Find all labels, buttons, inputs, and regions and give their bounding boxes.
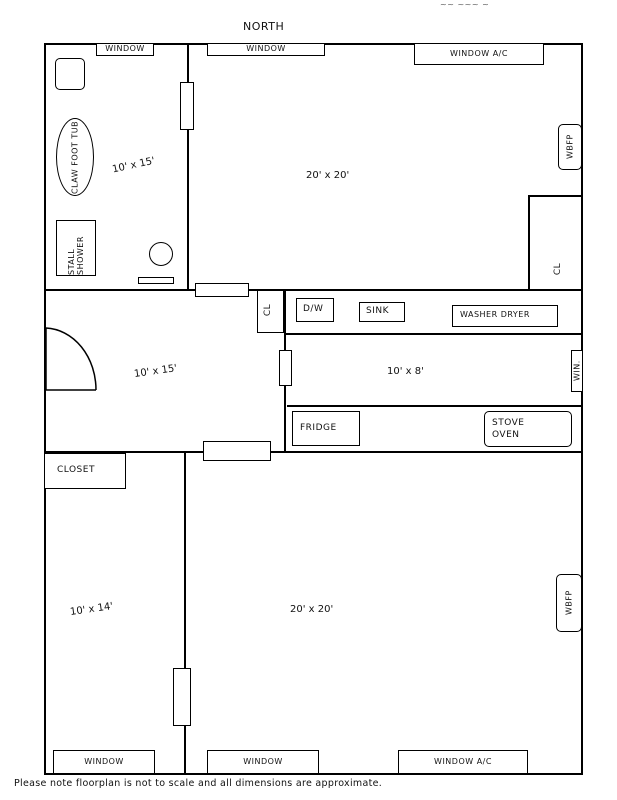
great-room-dimension: 20' x 20' [306,170,350,181]
bath-threshold [138,277,174,284]
door-hall-great [195,283,249,297]
sink: SINK [359,302,405,322]
dishwasher: D/W [296,298,334,322]
wall-kitchen-counter [287,405,582,407]
closet: CLOSET [44,453,126,489]
fridge: FRIDGE [292,411,360,446]
stove-oven-label: STOVE OVEN [492,418,525,440]
wall-mid-south [46,451,582,453]
wall-hall-north [46,289,582,291]
door-bed-living [173,668,191,726]
window-north-3: WINDOW A/C [414,43,544,65]
footer-note: Please note floorplan is not to scale an… [14,778,383,789]
window-south-3: WINDOW A/C [398,750,528,774]
corner-text: ~~ ~~~ ~ [440,0,490,9]
toilet-icon [149,242,173,266]
front-room-dimension: 10' x 15' [133,363,178,380]
window-north-1: WINDOW [96,43,154,56]
stall-shower: STALL SHOWER [56,220,96,276]
outer-wall-east [581,43,583,775]
clawfoot-tub-label: CLAW FOOT TUB [70,120,80,194]
window-north-2: WINDOW [207,43,325,56]
outer-wall-south [44,773,583,775]
wall-ne-closet-west [528,195,530,289]
bedroom-sw-dimension: 10' x 14' [69,601,114,618]
window-south-1: WINDOW [53,750,155,774]
clawfoot-tub: CLAW FOOT TUB [56,118,94,196]
wbfp-ne: WBFP [558,124,582,170]
wall-south-divider [184,452,186,773]
closet-label: CLOSET [57,465,95,475]
wall-bath-great-divider [187,45,189,289]
door-front-living [203,441,271,461]
washer-dryer: WASHER DRYER [452,305,558,327]
outer-wall-west [44,43,46,775]
bathroom-dimension: 10' x 15' [111,155,156,176]
living-se-dimension: 20' x 20' [290,604,334,615]
bath-vanity [55,58,85,90]
washer-dryer-label: WASHER DRYER [460,310,530,319]
entry-door-swing [45,327,97,391]
door-bath-great [180,82,194,130]
wbfp-se: WBFP [556,574,582,632]
wall-ne-closet-north [528,195,582,197]
window-kitchen-east: WIN. [571,350,583,392]
stove-oven: STOVE OVEN [484,411,572,447]
hall-closet: CL [257,290,284,333]
hall-closet-label: CL [263,303,274,317]
closet-ne-label: CL [553,262,564,276]
door-front-kitchen [279,350,292,386]
dishwasher-label: D/W [303,304,324,314]
window-south-2: WINDOW [207,750,319,774]
sink-label: SINK [366,306,390,316]
kitchen-dimension: 10' x 8' [387,366,424,377]
fridge-label: FRIDGE [300,423,337,433]
wall-counter-south [284,333,582,335]
compass-north-label: NORTH [243,20,285,33]
